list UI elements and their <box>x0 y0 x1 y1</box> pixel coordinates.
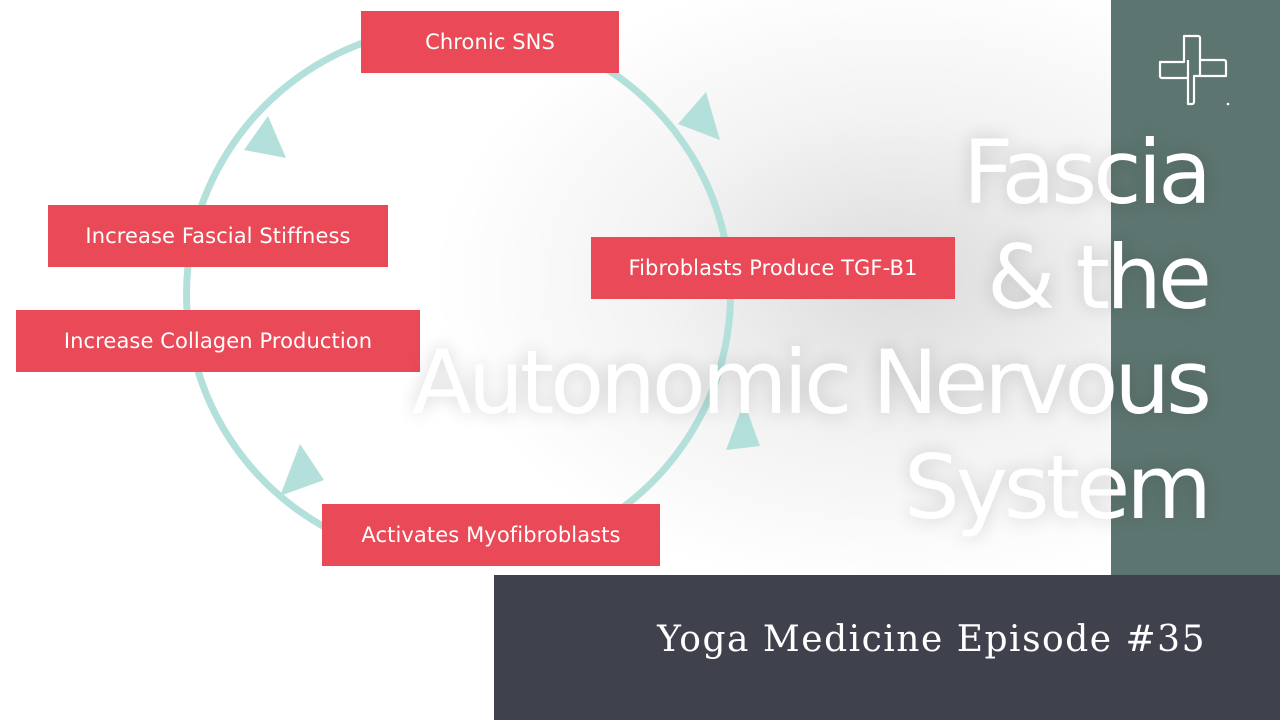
node-fibroblasts-tgf: Fibroblasts Produce TGF-B1 <box>591 237 955 299</box>
arrow-left-bottom <box>280 444 324 496</box>
title-line-2: & the <box>986 226 1212 329</box>
node-collagen-production: Increase Collagen Production <box>16 310 420 372</box>
arrow-right-top <box>678 92 720 140</box>
arrow-right-bottom <box>726 402 760 450</box>
node-fascial-stiffness: Increase Fascial Stiffness <box>48 205 388 267</box>
episode-title: Fascia & the Autonomic Nervous System <box>308 120 1212 540</box>
title-line-1: Fascia <box>962 121 1212 224</box>
title-line-4: System <box>903 436 1212 539</box>
arrow-left-top <box>244 116 286 158</box>
episode-banner: Yoga Medicine Episode #35 <box>494 575 1280 720</box>
side-panel <box>1111 0 1280 575</box>
node-chronic-sns: Chronic SNS <box>361 11 619 73</box>
cross-logo-icon <box>1158 34 1230 106</box>
title-line-3: Autonomic Nervous <box>411 331 1212 434</box>
episode-label: Yoga Medicine Episode #35 <box>657 619 1206 660</box>
node-myofibroblasts: Activates Myofibroblasts <box>322 504 660 566</box>
